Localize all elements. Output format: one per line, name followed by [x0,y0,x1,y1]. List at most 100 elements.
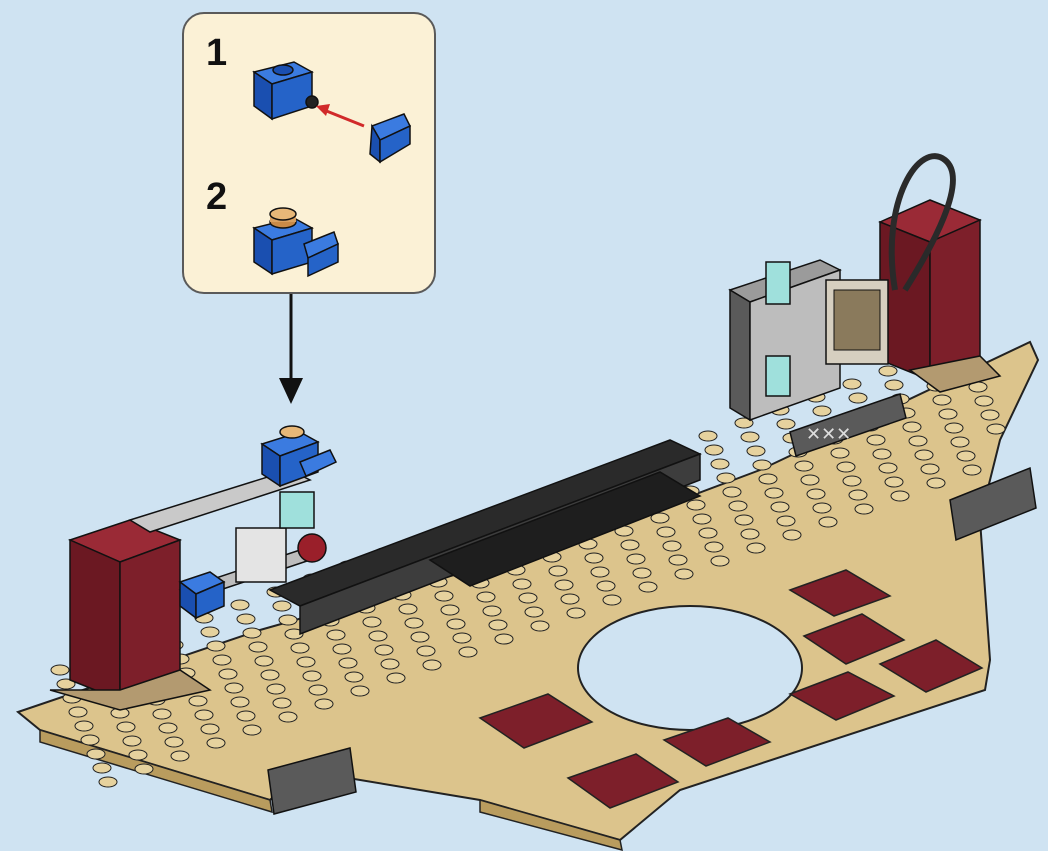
plate-stud [291,643,309,653]
plate-stud [453,633,471,643]
plate-stud [627,554,645,564]
plate-stud [747,446,765,456]
plate-stud [885,380,903,390]
plate-stud [753,460,771,470]
machine-console: ✕✕✕ [730,260,906,456]
plate-stud [339,658,357,668]
plate-stud [231,697,249,707]
plate-stud [729,501,747,511]
plate-stud [777,419,795,429]
plate-stud [387,673,405,683]
plate-stud [765,488,783,498]
plate-stud [189,696,207,706]
plate-stud [837,462,855,472]
plate-stud [819,517,837,527]
plate-stud [705,445,723,455]
placed-blue-bracket [262,426,336,528]
plate-stud [483,606,501,616]
plate-stud [987,424,1005,434]
plate-stud [213,655,231,665]
plate-stud [81,735,99,745]
left-dark-red-pillar [50,520,210,710]
plate-stud [951,437,969,447]
plate-stud [981,410,999,420]
plate-stud [327,630,345,640]
plate-stud [435,591,453,601]
plate-stud [747,543,765,553]
plate-stud [909,436,927,446]
plate-stud [423,660,441,670]
plate-stud [87,749,105,759]
plate-stud [405,618,423,628]
plate-stud [741,529,759,539]
plate-stud [975,396,993,406]
plate-stud [873,449,891,459]
plate-stud [717,473,735,483]
plate-stud [117,722,135,732]
plate-stud [447,619,465,629]
plate-stud [567,608,585,618]
plate-stud [963,465,981,475]
plate-stud [741,432,759,442]
plate-stud [381,659,399,669]
vent-grille-mark: ✕✕✕ [806,424,851,444]
plate-stud [831,448,849,458]
plate-stud [441,605,459,615]
plate-stud [315,699,333,709]
plate-stud [201,627,219,637]
plate-stud [519,593,537,603]
plate-stud [735,515,753,525]
plate-stud [777,516,795,526]
plate-stud [957,451,975,461]
plate-stud [891,491,909,501]
plate-stud [549,566,567,576]
plate-stud [795,461,813,471]
plate-stud [201,724,219,734]
plate-stud [69,707,87,717]
plate-stud [489,620,507,630]
plate-stud [129,750,147,760]
side-blue-bracket [180,572,224,618]
plate-stud [159,723,177,733]
plate-stud [879,366,897,376]
plate-stud [243,725,261,735]
plate-stud [903,422,921,432]
plate-stud [669,555,687,565]
plate-stud [639,582,657,592]
plate-stud [513,579,531,589]
plate-stud [525,607,543,617]
plate-stud [915,450,933,460]
plate-stud [807,489,825,499]
plate-stud [945,423,963,433]
plate-stud [303,671,321,681]
plate-stud [309,685,327,695]
plate-stud [273,601,291,611]
plate-stud [933,395,951,405]
plate-stud [369,631,387,641]
plate-stud [561,594,579,604]
plate-stud [843,476,861,486]
plate-stud [153,709,171,719]
plate-stud [633,568,651,578]
plate-stud [849,490,867,500]
plate-stud [621,540,639,550]
plate-stud [693,514,711,524]
plate-stud [207,738,225,748]
plate-stud [531,621,549,631]
plate-stud [597,581,615,591]
plate-stud [879,463,897,473]
plate-stud [657,527,675,537]
plate-stud [333,644,351,654]
plate-stud [867,435,885,445]
plate-stud [75,721,93,731]
plate-stud [705,542,723,552]
plate-stud [171,751,189,761]
plate-stud [813,503,831,513]
plate-stud [399,604,417,614]
plate-stud [849,393,867,403]
plate-stud [195,710,213,720]
plate-stud [243,628,261,638]
plate-stud [123,736,141,746]
